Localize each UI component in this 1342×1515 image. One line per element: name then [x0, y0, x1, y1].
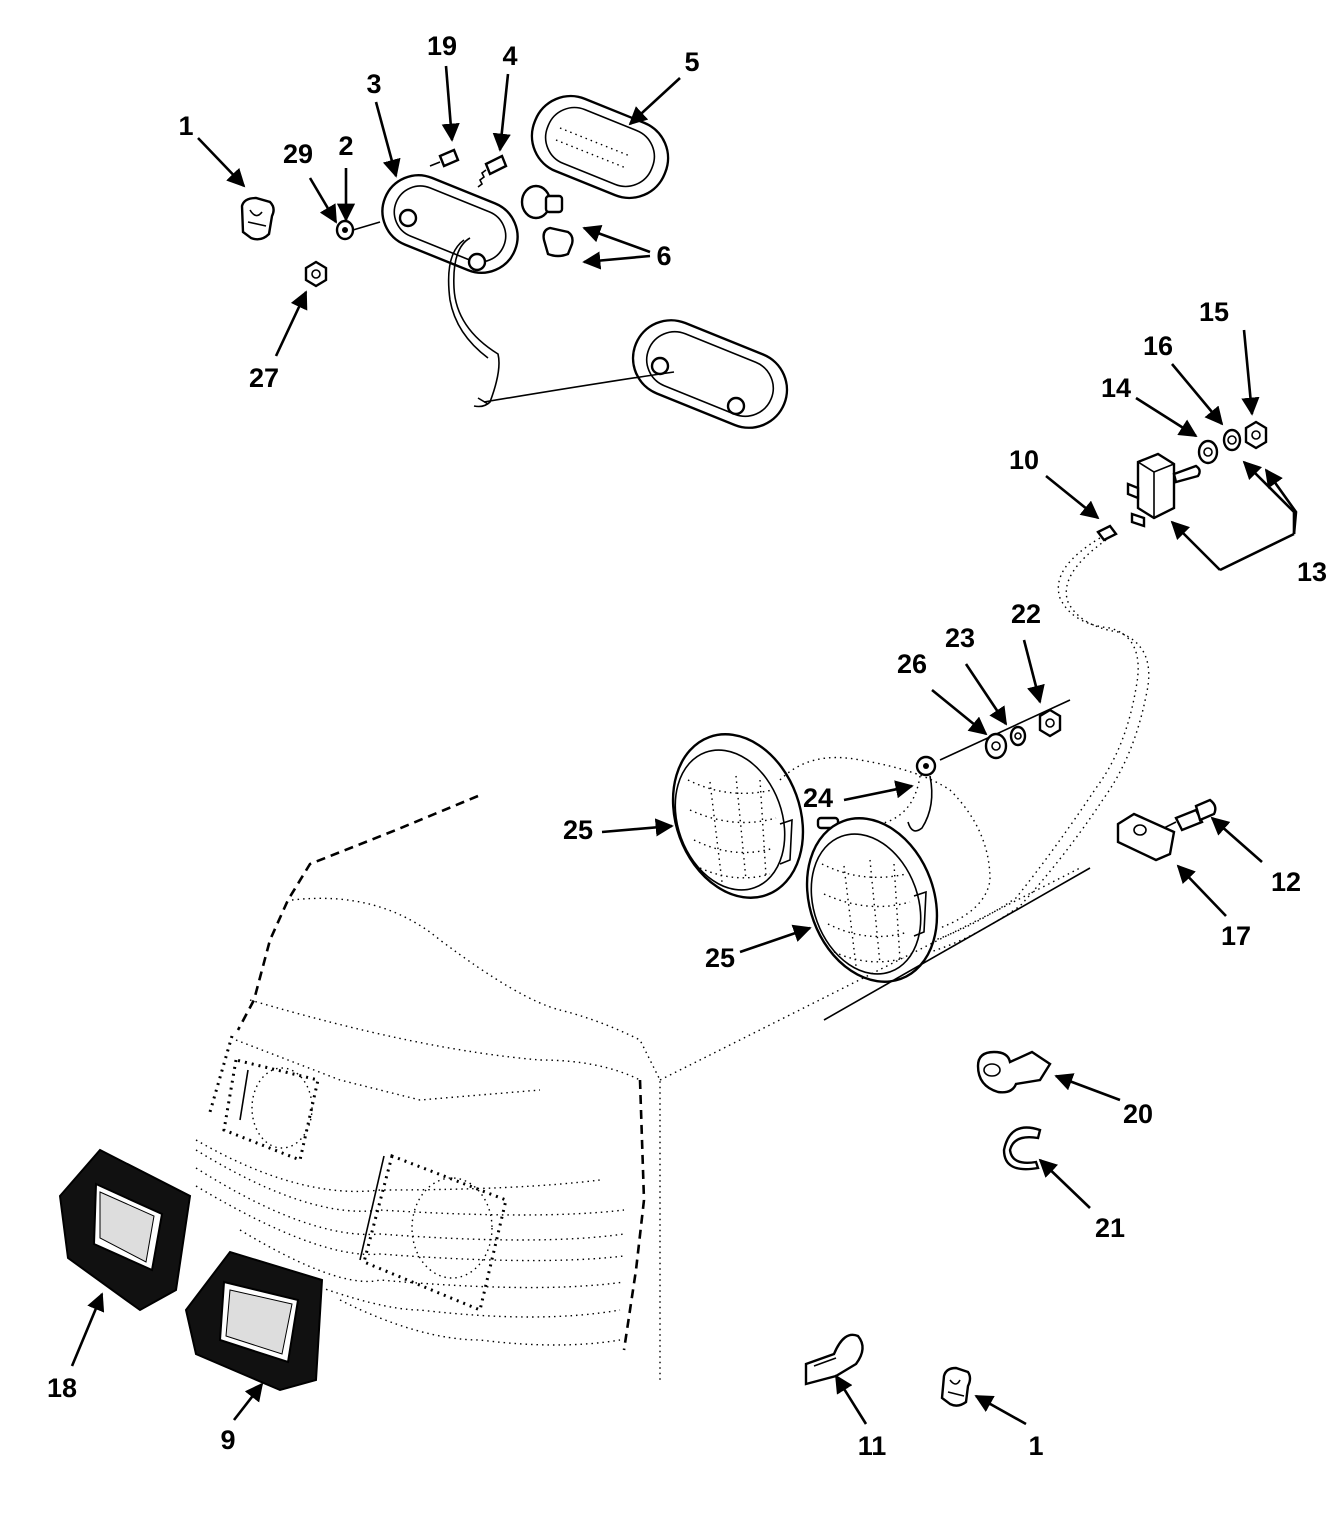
callout-14: 14: [1101, 373, 1131, 403]
callout-16: 16: [1143, 331, 1173, 361]
clip-11-part: [804, 1333, 864, 1386]
callout-24: 24: [803, 783, 833, 813]
bulbs-part: [520, 184, 574, 258]
clamp-21-part: [1002, 1126, 1042, 1171]
bezel-9-part: [184, 1250, 324, 1392]
callout-10: 10: [1009, 445, 1039, 475]
callout-1-bottom: 1: [1028, 1431, 1043, 1461]
callout-11: 11: [858, 1431, 887, 1461]
headlamp-lower-part: [805, 817, 939, 983]
callout-4: 4: [502, 41, 517, 71]
callout-6: 6: [656, 241, 671, 271]
marker-lamp-assembly: [240, 94, 789, 429]
callout-15: 15: [1199, 297, 1229, 327]
callout-18: 18: [47, 1373, 77, 1403]
callout-13: 13: [1297, 557, 1327, 587]
bracket-bolt-part: [1116, 798, 1217, 862]
clip-part: [240, 196, 275, 241]
mount-hardware: [816, 699, 1071, 832]
callout-29: 29: [283, 139, 313, 169]
callout-2: 2: [338, 131, 353, 161]
callout-17: 17: [1221, 921, 1251, 951]
callout-3: 3: [366, 69, 381, 99]
callout-labels: 1 29 2 3 19 4 5 6 27 15 16 14 10 13 22 2…: [47, 31, 1327, 1461]
bezel-18-part: [58, 1148, 192, 1312]
callout-21: 21: [1095, 1213, 1125, 1243]
callout-1-top: 1: [178, 111, 193, 141]
callout-19: 19: [427, 31, 457, 61]
callout-9: 9: [220, 1425, 235, 1455]
nut-washer-part: [304, 219, 381, 288]
callout-22: 22: [1011, 599, 1041, 629]
callout-25-upper: 25: [563, 815, 593, 845]
callout-12: 12: [1271, 867, 1301, 897]
toggle-switch-assembly: [905, 420, 1268, 959]
second-lamp-part: [477, 319, 789, 429]
callout-23: 23: [945, 623, 975, 653]
callout-27: 27: [249, 363, 279, 393]
switch-nuts: [1197, 420, 1268, 465]
clip-1-bottom-part: [940, 1366, 972, 1407]
callout-26: 26: [897, 649, 927, 679]
callout-20: 20: [1123, 1099, 1153, 1129]
clamp-20-part: [976, 1050, 1052, 1094]
headlamp-upper-part: [671, 733, 991, 929]
callout-5: 5: [684, 47, 699, 77]
screws-part: [429, 148, 508, 188]
leader-lines: [70, 65, 1298, 1426]
vehicle-hood-outline: [195, 794, 1091, 1380]
callout-25-lower: 25: [705, 943, 735, 973]
lamp-base-part: [381, 174, 519, 408]
